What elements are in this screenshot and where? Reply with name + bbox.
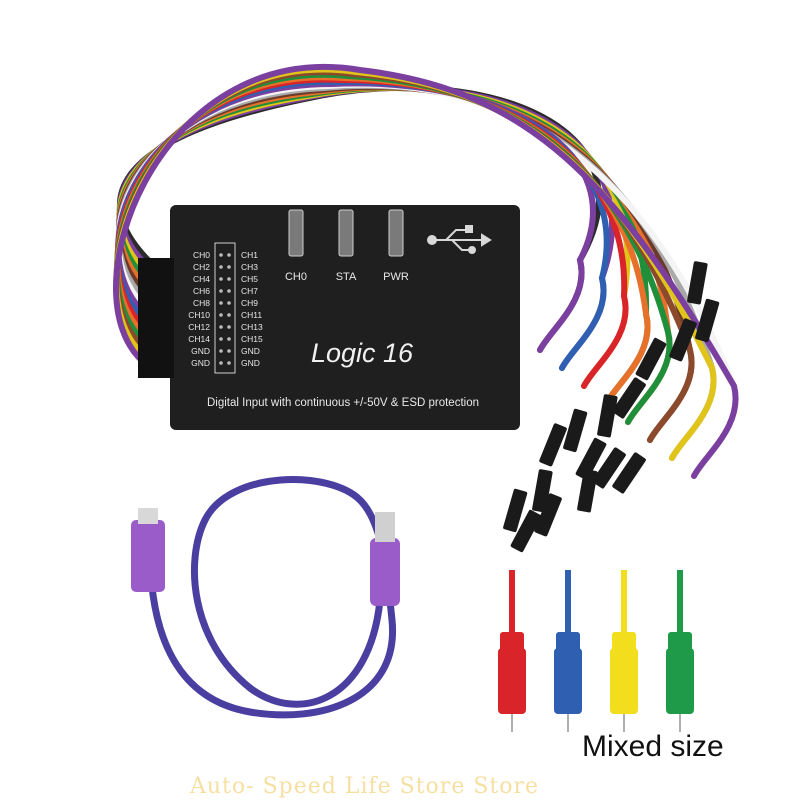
dupont-connector: [539, 423, 567, 467]
device-subtitle: Digital Input with continuous +/-50V & E…: [207, 397, 479, 409]
dupont-connector: [534, 493, 562, 537]
pin-header-outline: [214, 242, 236, 374]
dupont-connector: [510, 509, 542, 553]
pin-label-right: CH9: [241, 298, 258, 308]
pin-label-right: CH15: [241, 334, 263, 344]
led-indicator: [388, 209, 404, 257]
led-label: PWR: [383, 271, 409, 283]
dupont-connector: [503, 488, 528, 533]
pin-dot: [219, 289, 223, 293]
usb-a-connector: [370, 538, 400, 606]
pin-dot: [227, 289, 231, 293]
pin-dot: [227, 361, 231, 365]
pin-label-left: CH14: [188, 334, 210, 344]
pin-dot: [219, 325, 223, 329]
dupont-connector: [597, 394, 618, 438]
pin-dot: [219, 301, 223, 305]
usb-icon: [427, 225, 492, 254]
dupont-connector: [612, 452, 646, 494]
pin-label-left: CH12: [188, 322, 210, 332]
pin-dot: [227, 349, 231, 353]
led-label: STA: [336, 271, 357, 283]
dupont-connector: [592, 447, 626, 489]
pin-label-right: GND: [241, 358, 260, 368]
usb-b-connector: [131, 520, 165, 592]
pin-dot: [219, 349, 223, 353]
store-watermark: Auto- Speed Life Store Store: [190, 774, 540, 799]
pin-label-left: CH8: [193, 298, 210, 308]
pin-dot: [219, 337, 223, 341]
pin-dot: [227, 301, 231, 305]
pin-label-left: CH0: [193, 250, 210, 260]
dupont-connector: [577, 469, 598, 513]
pin-dot: [219, 253, 223, 257]
pin-label-right: CH5: [241, 274, 258, 284]
caption-mixed-size: Mixed size: [582, 730, 724, 763]
pin-dot: [227, 313, 231, 317]
pin-dot: [219, 313, 223, 317]
dupont-connector: [635, 337, 667, 381]
jumper-wire: [113, 64, 739, 479]
dupont-connector: [563, 408, 588, 453]
led-indicator: [338, 209, 354, 257]
pin-dot: [227, 277, 231, 281]
dupont-connector: [695, 298, 720, 343]
pin-label-right: CH1: [241, 250, 258, 260]
test-hook: [498, 570, 526, 732]
pin-dot: [219, 361, 223, 365]
dupont-connector: [575, 437, 607, 481]
usb-cable: [131, 476, 400, 719]
pin-dot: [219, 265, 223, 269]
dupont-connectors: [503, 261, 720, 553]
pin-label-right: CH3: [241, 262, 258, 272]
pin-label-left: GND: [191, 358, 210, 368]
test-hook: [610, 570, 638, 732]
pin-label-left: CH4: [193, 274, 210, 284]
jumper-wire-bundle: [113, 64, 739, 479]
test-hook: [554, 570, 582, 732]
pin-label-right: GND: [241, 346, 260, 356]
pin-label-right: CH13: [241, 322, 263, 332]
pin-dot: [227, 265, 231, 269]
test-hook-clips: [498, 570, 694, 732]
dupont-connector: [669, 318, 697, 362]
dupont-connector: [612, 377, 646, 419]
pin-dot: [227, 325, 231, 329]
led-indicator: [288, 209, 304, 257]
device-body: [170, 205, 520, 430]
pin-label-left: CH2: [193, 262, 210, 272]
pin-dot: [227, 253, 231, 257]
pin-label-right: CH7: [241, 286, 258, 296]
test-hook: [666, 570, 694, 732]
device-title: Logic 16: [311, 338, 414, 368]
pin-dot: [219, 277, 223, 281]
pin-label-left: GND: [191, 346, 210, 356]
pin-label-right: CH11: [241, 310, 262, 320]
pin-dot: [227, 337, 231, 341]
pin-label-left: CH10: [188, 310, 210, 320]
header-connector: [138, 258, 174, 378]
led-label: CH0: [285, 271, 307, 283]
dupont-connector: [687, 261, 708, 305]
pin-label-left: CH6: [193, 286, 210, 296]
logic-analyzer-device: CH0CH2CH4CH6CH8CH10CH12CH14GNDGNDCH1CH3C…: [138, 205, 520, 430]
